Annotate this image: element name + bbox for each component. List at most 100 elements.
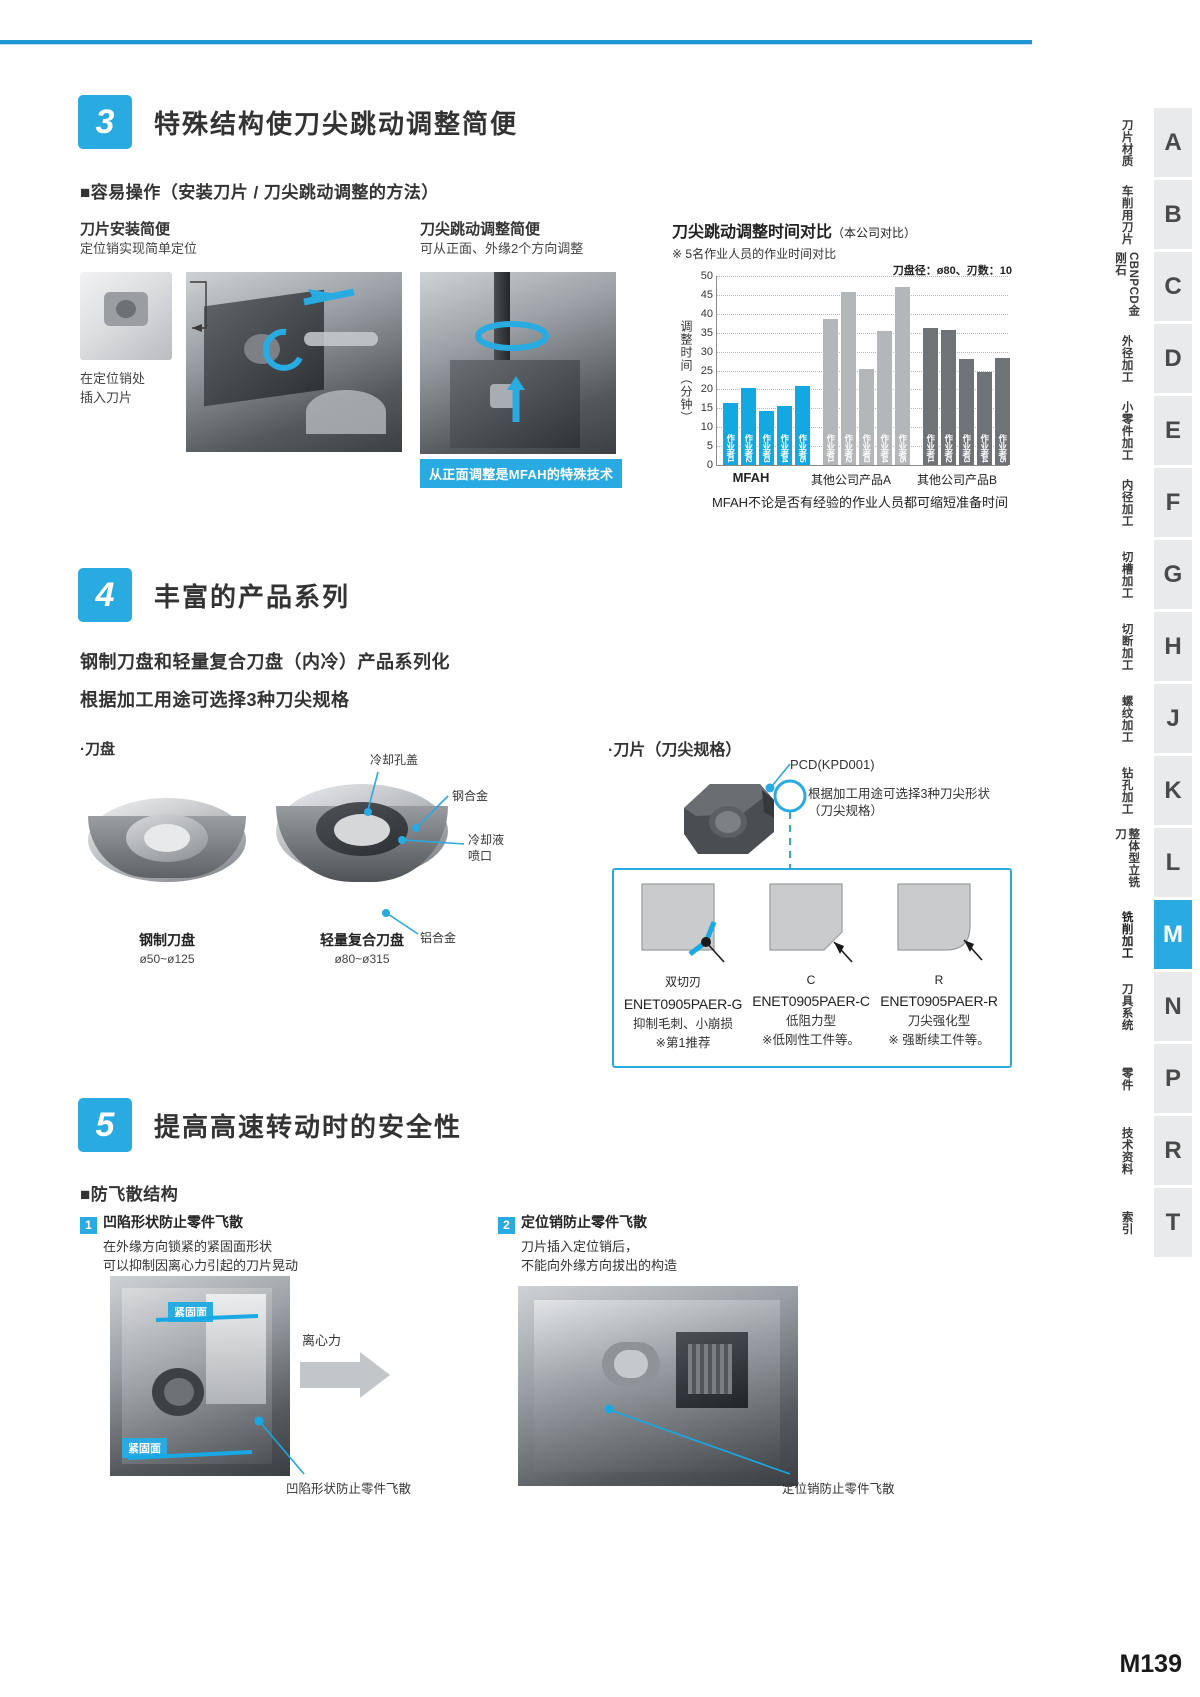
chart-bar: 作业者5	[995, 358, 1010, 465]
cutter-leader-lines	[364, 771, 465, 935]
index-tab-label-m: 铣削加工	[1120, 910, 1133, 959]
index-tab-m[interactable]: 铣削加工 M	[1100, 900, 1192, 969]
anti-scatter-photo-2	[518, 1286, 798, 1486]
insert-chip-photo	[80, 272, 172, 360]
index-tab-letter-b: B	[1154, 180, 1192, 249]
index-tab-letter-p: P	[1154, 1044, 1192, 1113]
insert-type-2: R ENET0905PAER-R 刀尖强化型 ※ 强断续工件等。	[876, 878, 1002, 1049]
insert-desc1-2: 刀尖强化型	[907, 1014, 971, 1028]
chart-y-tick: 25	[700, 364, 713, 377]
pin-leader-line-1	[190, 281, 207, 332]
index-tab-t[interactable]: 索引 T	[1100, 1188, 1192, 1257]
section-4-line-1: 钢制刀盘和轻量复合刀盘（内冷）产品系列化	[80, 652, 450, 672]
chart-subtitle: ※ 5名作业人员的作业时间对比	[672, 247, 837, 261]
composite-cutter-size: ø80~ø315	[334, 952, 390, 966]
index-tab-letter-t: T	[1154, 1188, 1192, 1257]
chart-bar-label: 作业者5	[997, 433, 1008, 462]
chart-title: 刀尖跳动调整时间对比（本公司对比）	[672, 224, 917, 241]
insert-name-1: ENET0905PAER-C	[752, 993, 870, 1009]
section-5-title: 提高高速转动时的安全性	[154, 1111, 463, 1142]
clamp-face-tag-2: 紧固面	[122, 1438, 167, 1458]
section-3-subheading: ■容易操作（安装刀片 / 刀尖跳动调整的方法）	[80, 183, 439, 202]
insert-mark-0: 双切刃	[664, 975, 701, 989]
chart-y-tick: 30	[700, 345, 713, 358]
mfah-technique-badge: 从正面调整是MFAH的特殊技术	[420, 459, 623, 488]
blue-arrow-overlay-1	[262, 288, 355, 371]
insert-desc2-0: ※第1推荐	[655, 1035, 711, 1050]
callout-steel-alloy: 钢合金	[452, 789, 489, 803]
chart-y-tick: 10	[700, 421, 713, 434]
item-2-title: 定位销防止零件飞散	[521, 1214, 647, 1230]
composite-cutter-photo	[272, 762, 452, 918]
chart-footer-note: MFAH不论是否有经验的作业人员都可缩短准备时间	[711, 495, 1009, 510]
index-tab-letter-f: F	[1154, 468, 1192, 537]
insert-shape-c-icon	[769, 883, 853, 963]
steel-cutter-name: 钢制刀盘	[139, 932, 195, 948]
chart-y-tick: 45	[700, 288, 713, 301]
index-tab-label-f: 内径加工	[1120, 478, 1133, 527]
item-2-body: 刀片插入定位销后， 不能向外缘方向拔出的构造	[521, 1238, 678, 1274]
chart-gridline	[717, 276, 1008, 277]
section-5-heading: 5 提高高速转动时的安全性	[78, 1098, 462, 1152]
chart-bar: 作业者1	[823, 319, 838, 465]
chart-bar: 作业者2	[741, 387, 756, 465]
index-tab-label-p: 零件	[1120, 1066, 1133, 1091]
index-tab-label-a: 刀片材质	[1120, 118, 1133, 167]
section-4-line-2: 根据加工用途可选择3种刀尖规格	[80, 690, 350, 710]
index-tab-label-g: 切槽加工	[1120, 550, 1133, 599]
chart-gridline	[717, 294, 1008, 296]
index-tab-label-n: 刀具系统	[1120, 982, 1133, 1031]
item-1-caption: 凹陷形状防止零件飞散	[286, 1482, 412, 1496]
chart-y-tick: 35	[700, 326, 713, 339]
chart-bar-label: 作业者2	[943, 433, 954, 462]
pcd-insert-photo	[676, 766, 782, 866]
index-tab-f[interactable]: 内径加工 F	[1100, 468, 1192, 537]
chart-y-tick: 20	[700, 383, 713, 396]
insert-shape-r-icon	[897, 883, 983, 961]
chart-bar: 作业者3	[959, 359, 974, 465]
index-tab-label-j: 螺纹加工	[1120, 694, 1133, 743]
item-2-caption: 定位销防止零件飞散	[782, 1482, 895, 1496]
steel-cutter-size: ø50~ø125	[139, 952, 195, 966]
index-tab-letter-c: C	[1154, 252, 1192, 321]
chart-bar: 作业者2	[841, 292, 856, 465]
chart-gridline	[717, 313, 1008, 315]
chart-bar: 作业者3	[859, 369, 874, 465]
insert-type-1: C ENET0905PAER-C 低阻力型 ※低刚性工件等。	[748, 878, 874, 1049]
insert-name-2: ENET0905PAER-R	[880, 993, 998, 1009]
index-tab-letter-m: M	[1154, 900, 1192, 969]
section-3-heading: 3 特殊结构使刀尖跳动调整简便	[78, 95, 518, 149]
chart-condition-note: 刀盘径：ø80、刃数：10	[892, 265, 1012, 277]
runout-adjust-subtitle: 可从正面、外缘2个方向调整	[420, 241, 584, 256]
clamp-face-lines	[127, 1314, 259, 1460]
index-tab-letter-h: H	[1154, 612, 1192, 681]
section-4-number: 4	[78, 568, 132, 622]
callout-coolant-nozzle: 冷却液 喷口	[468, 833, 505, 864]
section-4-title: 丰富的产品系列	[154, 581, 351, 612]
pcd-leader	[765, 763, 807, 868]
index-tab-p[interactable]: 零件 P	[1100, 1044, 1192, 1113]
chart-y-tick: 5	[706, 440, 713, 453]
chart-bar-label: 作业者5	[797, 433, 808, 462]
index-tab-label-t: 索引	[1120, 1210, 1133, 1235]
index-tab-letter-e: E	[1154, 396, 1192, 465]
index-tab-label-l: 整体型立铣刀	[1114, 828, 1140, 888]
chart-bar-label: 作业者1	[725, 433, 736, 462]
section-3-title: 特殊结构使刀尖跳动调整简便	[154, 108, 519, 139]
index-tab-letter-k: K	[1154, 756, 1192, 825]
chart-bar-label: 作业者4	[779, 433, 790, 462]
chart-bar-label: 作业者2	[743, 433, 754, 462]
